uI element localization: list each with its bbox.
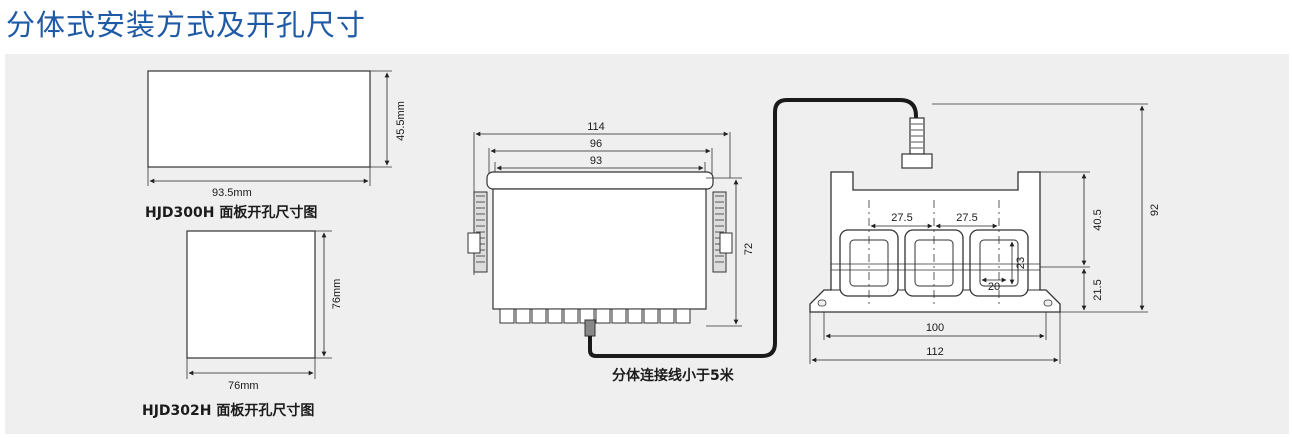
meter-dim-93: 93: [590, 155, 602, 167]
sensor-dim-23: 23: [1015, 257, 1027, 269]
cable-label: 分体连接线小于5米: [612, 367, 735, 384]
hjd302h-width-label: 76mm: [228, 380, 259, 392]
sensor-dim-40-5: 40.5: [1092, 209, 1104, 230]
hjd300h-width-label: 93.5mm: [212, 187, 252, 199]
hjd300h-caption: HJD300H 面板开孔尺寸图: [145, 204, 317, 221]
sensor-dim-112: 112: [926, 346, 944, 358]
sensor-dim-27-5-b: 27.5: [956, 212, 977, 224]
sensor-front-view: 27.5 27.5 23 20 40.5 21.5 92 100 112: [809, 103, 1161, 364]
meter-side-view: 114 96 93 72: [467, 121, 755, 337]
hjd302h-height-label: 76mm: [331, 279, 343, 310]
hjd300h-height-label: 45.5mm: [395, 101, 407, 141]
sensor-dim-21-5: 21.5: [1092, 279, 1104, 300]
meter-dim-114: 114: [587, 121, 605, 133]
sensor-dim-20: 20: [988, 281, 1000, 293]
page-title: 分体式安装方式及开孔尺寸: [6, 8, 367, 42]
sensor-dim-27-5-a: 27.5: [891, 212, 912, 224]
hjd300h-cutout: 93.5mm 45.5mm HJD300H 面板开孔尺寸图: [145, 70, 407, 221]
hjd302h-caption: HJD302H 面板开孔尺寸图: [142, 402, 314, 419]
hjd302h-cutout: 76mm 76mm HJD302H 面板开孔尺寸图: [142, 230, 343, 419]
meter-dim-96: 96: [590, 138, 602, 150]
connecting-cable: [588, 98, 918, 358]
meter-dim-72: 72: [743, 243, 755, 255]
sensor-dim-92: 92: [1149, 204, 1161, 216]
sensor-dim-100: 100: [926, 322, 944, 334]
